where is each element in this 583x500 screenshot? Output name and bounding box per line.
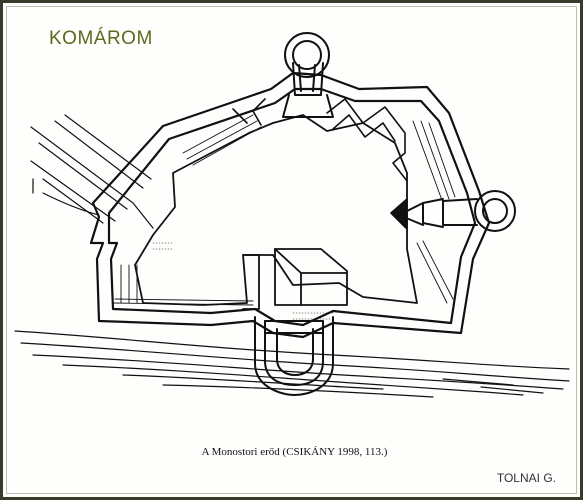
east-bastion: [398, 190, 516, 232]
central-building: [242, 248, 348, 310]
figure-caption: A Monostori erőd (CSIKÁNY 1998, 113.): [201, 446, 388, 458]
left-approach: [30, 114, 154, 229]
stipple: [152, 242, 334, 320]
author-credit: TOLNAI G.: [496, 471, 556, 485]
outer-curtain-wall: [89, 71, 491, 339]
river-bank-lines: [14, 330, 570, 398]
northeast-works: [232, 98, 408, 182]
south-demilune: [254, 316, 334, 396]
ravelin-arrow: [390, 198, 408, 230]
map-title: KOMÁROM: [49, 28, 153, 49]
north-bastion: [282, 32, 334, 118]
inner-courtyard: [134, 114, 418, 306]
fortress-plan: [14, 32, 570, 398]
